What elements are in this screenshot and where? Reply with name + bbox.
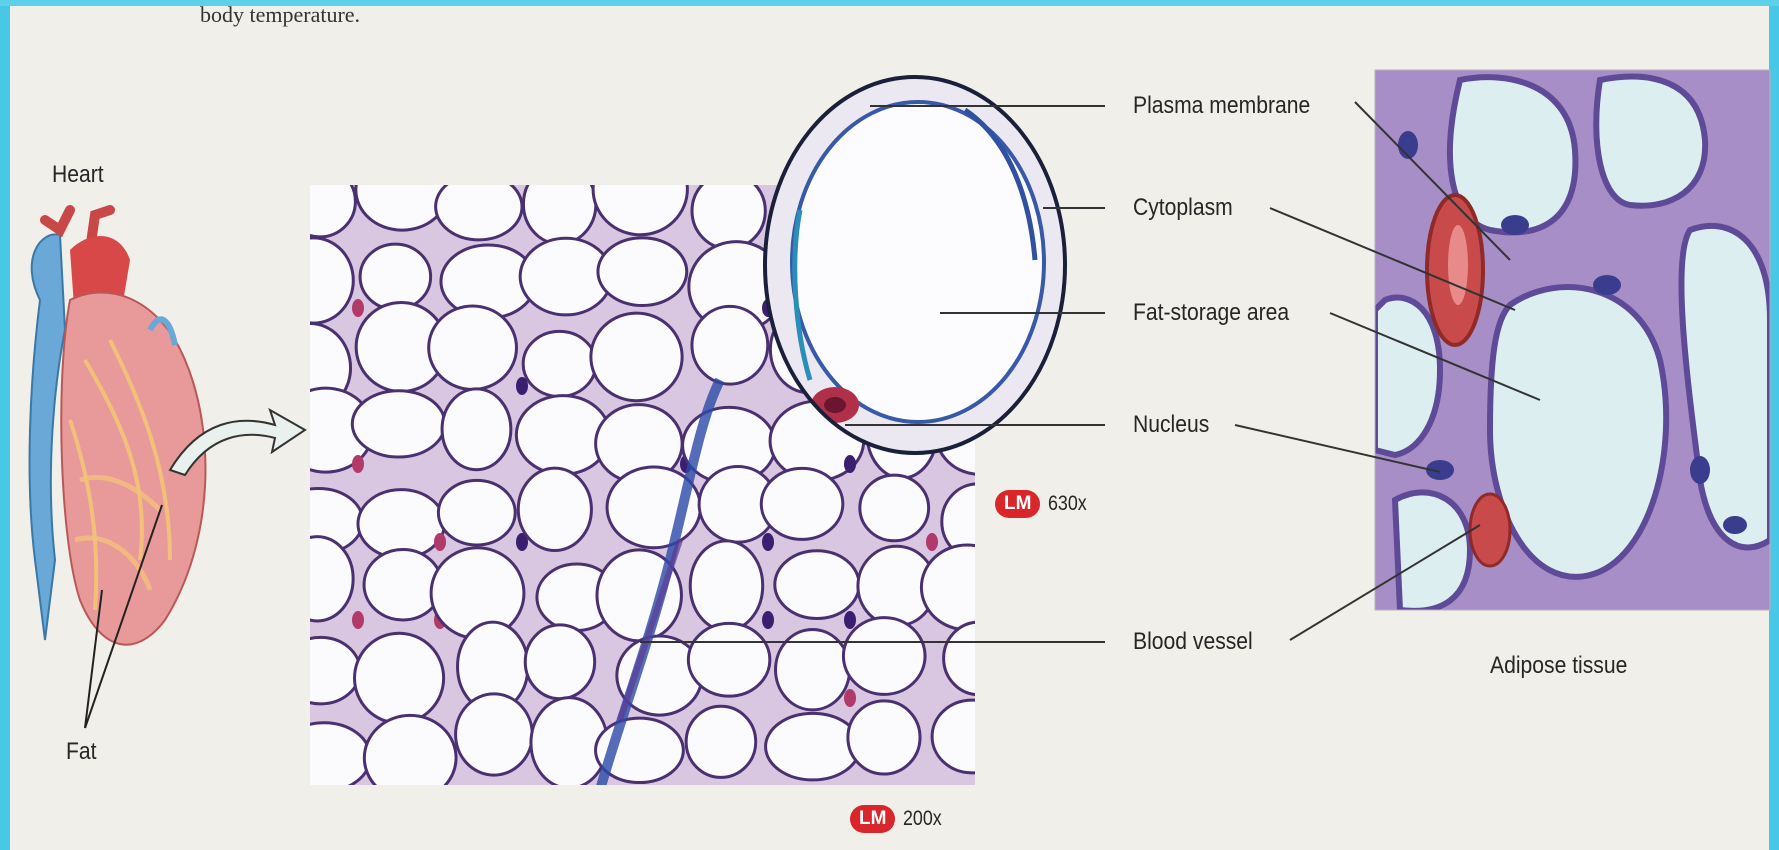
badge-mode: LM	[995, 490, 1040, 518]
adipose-illustration	[1375, 70, 1770, 611]
badge-mode: LM	[850, 805, 895, 833]
heart-illustration	[30, 210, 206, 645]
badge-magnification: 200x	[903, 807, 942, 831]
badge-200x: LM 200x	[850, 805, 949, 833]
label-fat: Fat	[66, 738, 97, 766]
label-plasma-membrane: Plasma membrane	[1133, 92, 1310, 120]
label-heart: Heart	[52, 161, 104, 189]
label-cytoplasm: Cytoplasm	[1133, 194, 1233, 222]
badge-magnification: 630x	[1048, 492, 1087, 516]
label-blood-vessel: Blood vessel	[1133, 628, 1253, 656]
label-fat-storage-area: Fat-storage area	[1133, 299, 1289, 327]
label-adipose-tissue: Adipose tissue	[1490, 652, 1627, 680]
badge-630x: LM 630x	[995, 490, 1094, 518]
label-nucleus: Nucleus	[1133, 411, 1209, 439]
zoom-circle	[765, 77, 1065, 453]
